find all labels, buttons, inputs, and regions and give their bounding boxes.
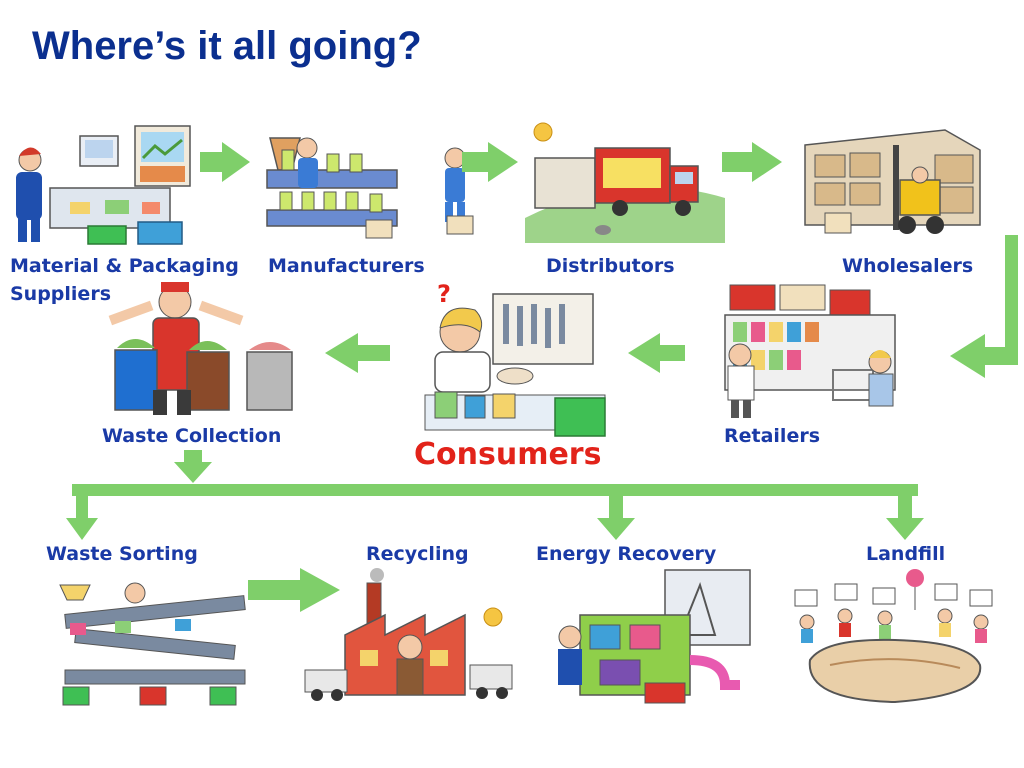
distribution-bar: [72, 484, 918, 496]
arrow-down-icon: [174, 450, 212, 483]
label-wholesalers: Wholesalers: [842, 255, 974, 277]
factory-line-illustration: [266, 137, 398, 239]
label-distributors: Distributors: [546, 255, 675, 277]
arrow-down-icon: [886, 496, 924, 540]
arrow-right-icon: [722, 142, 782, 182]
label-energy-recovery: Energy Recovery: [536, 543, 717, 565]
label-recycling: Recycling: [366, 543, 469, 565]
sorting-conveyor-illustration: [59, 582, 246, 706]
svg-text:?: ?: [437, 280, 451, 308]
arrow-right-icon: [200, 142, 250, 182]
warehouse-forklift-illustration: [804, 129, 981, 234]
arrow-right-icon: [462, 142, 518, 182]
supplier-worker-illustration: [16, 125, 191, 245]
landfill-pit-illustration: [794, 569, 993, 704]
arrow-bend-down-left-icon: [950, 235, 1018, 378]
label-retailers: Retailers: [724, 425, 821, 447]
shopper-thinking-illustration: ?: [424, 280, 606, 437]
arrow-down-icon: [597, 496, 635, 540]
page-title: Where’s it all going?: [32, 24, 422, 68]
arrow-down-icon: [66, 496, 98, 540]
shop-shelves-illustration: [724, 284, 896, 418]
label-manufacturers: Manufacturers: [268, 255, 425, 277]
label-landfill: Landfill: [866, 543, 946, 565]
arrow-left-icon: [325, 333, 390, 373]
label-suppliers: Suppliers: [10, 283, 112, 305]
arrow-left-icon: [628, 333, 685, 373]
label-consumers: Consumers: [414, 437, 602, 472]
label-waste-collection: Waste Collection: [102, 425, 282, 447]
bins-collector-illustration: [108, 282, 293, 415]
delivery-truck-illustration: [444, 122, 725, 243]
arrow-right-icon: [248, 568, 340, 612]
label-material-packaging: Material & Packaging: [10, 255, 239, 277]
label-waste-sorting: Waste Sorting: [46, 543, 198, 565]
recycling-factory-illustration: [304, 568, 513, 701]
energy-plant-illustration: [558, 569, 751, 704]
